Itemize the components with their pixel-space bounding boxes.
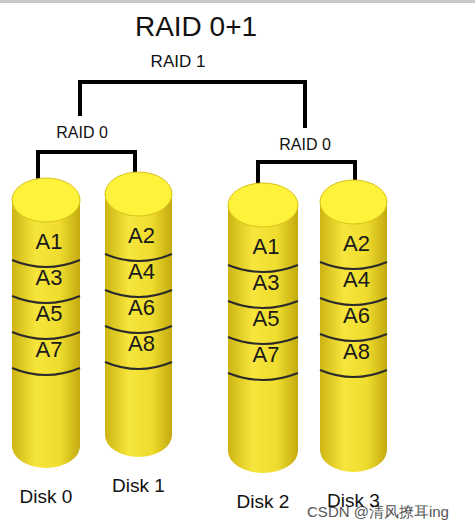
disk-cylinder: A1A3A5A7Disk 0: [12, 178, 80, 468]
data-block-label: A6: [343, 304, 370, 328]
disk-name: Disk 2: [237, 492, 290, 513]
disk-name: Disk 1: [112, 476, 165, 497]
raid-level-label: RAID 1: [151, 53, 206, 72]
data-block-label: A2: [128, 224, 155, 248]
data-block-label: A4: [343, 268, 370, 292]
data-block-label: A7: [253, 343, 280, 367]
data-block-label: A8: [343, 340, 370, 364]
data-block-label: A7: [36, 338, 63, 362]
data-block-label: A1: [36, 230, 63, 254]
data-block-label: A3: [36, 266, 63, 290]
disk-cylinder: A1A3A5A7Disk 2: [228, 183, 298, 473]
disk-name: Disk 0: [20, 487, 73, 508]
data-block-label: A4: [128, 260, 155, 284]
data-block-label: A6: [128, 296, 155, 320]
data-block-label: A8: [128, 332, 155, 356]
data-block-label: A5: [253, 307, 280, 331]
disk-name: Disk 3: [327, 491, 380, 512]
disk-cylinder: A2A4A6A8Disk 1: [105, 172, 172, 457]
raid1-bracket: [80, 82, 305, 128]
data-block-label: A5: [36, 302, 63, 326]
raid-level-label: RAID 0: [279, 136, 331, 154]
top-bar: [0, 0, 475, 3]
disk-cylinder: A2A4A6A8Disk 3: [320, 180, 387, 472]
diagram-title: RAID 0+1: [135, 12, 257, 43]
data-block-label: A1: [253, 235, 280, 259]
data-block-label: A2: [343, 232, 370, 256]
raid-level-label: RAID 0: [56, 124, 108, 142]
data-block-label: A3: [253, 271, 280, 295]
